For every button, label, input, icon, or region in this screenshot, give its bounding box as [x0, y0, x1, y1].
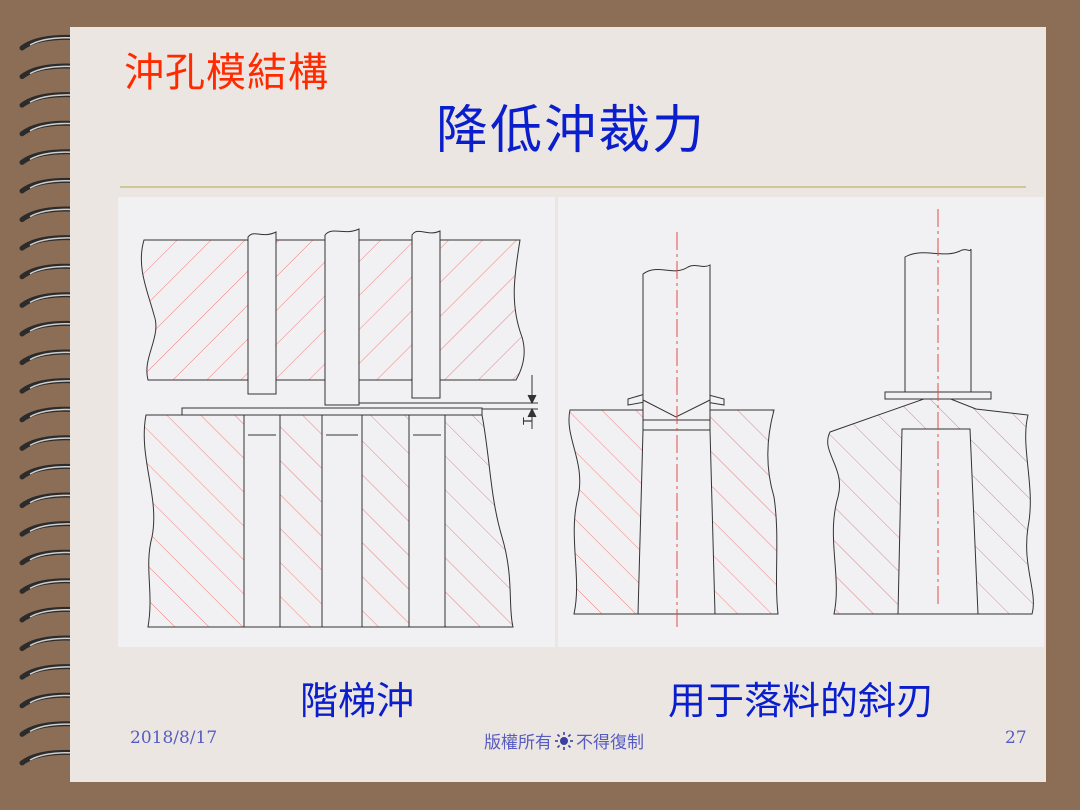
punch-mid: [411, 230, 441, 399]
footer-date: 2018/8/17: [130, 728, 218, 748]
inclined-blade-diagram: [558, 197, 1044, 647]
section-title: 沖孔模結構: [124, 50, 329, 96]
caption-stepped-punch: 階梯沖: [300, 679, 415, 723]
sun-icon: [555, 731, 573, 750]
footer-copyright: 版權所有 不得復制: [484, 728, 644, 753]
punch-long: [324, 228, 360, 406]
title-divider: [120, 186, 1026, 188]
punch-short: [247, 231, 277, 395]
copyright-text-before: 版權所有: [484, 733, 552, 753]
slide-title: 降低沖裁力: [436, 101, 707, 161]
dimension-label: T: [520, 417, 535, 425]
copyright-text-after: 不得復制: [576, 733, 644, 753]
caption-inclined-blade: 用于落料的斜刃: [668, 679, 935, 723]
stepped-punch-diagram: T: [118, 197, 555, 647]
page-number: 27: [1005, 728, 1027, 748]
left-punch: [642, 264, 711, 431]
sheet-strip: [181, 407, 483, 416]
